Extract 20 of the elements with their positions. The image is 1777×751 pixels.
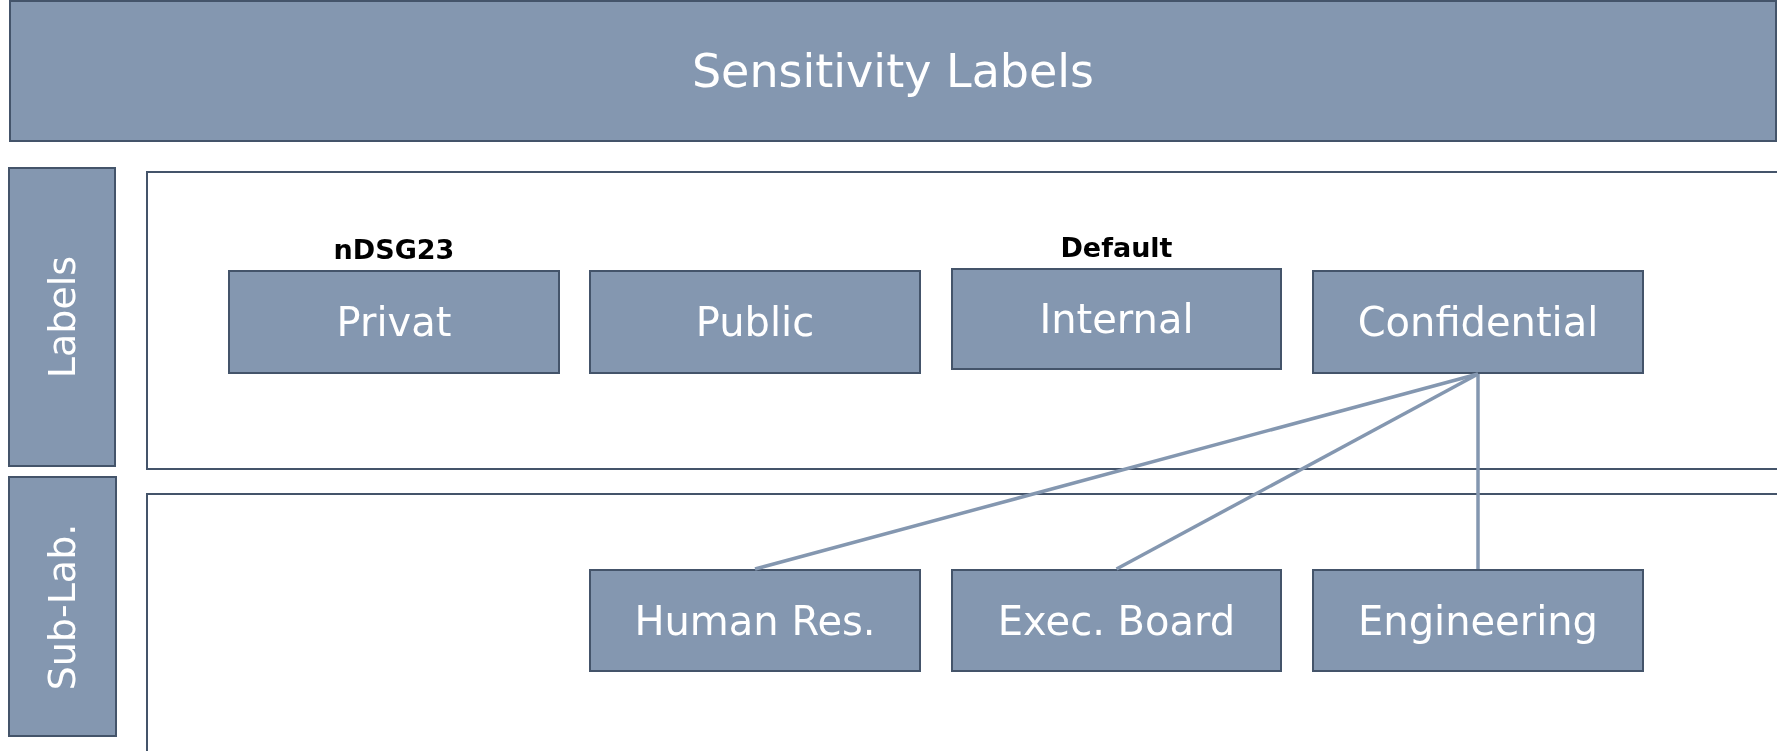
panel-frame — [146, 493, 1777, 751]
label-text: Public — [695, 299, 815, 345]
connector-line — [754, 372, 1479, 571]
title-bar — [9, 0, 1777, 142]
label-text: Human Res. — [634, 597, 876, 644]
label-text: Exec. Board — [997, 597, 1236, 644]
label-heading: nDSG23 — [332, 234, 456, 265]
connector-line — [1476, 374, 1480, 569]
row-header-bar — [8, 167, 116, 467]
label-text: Privat — [336, 299, 452, 345]
label-heading: Default — [1059, 232, 1174, 263]
row-header-bar — [8, 476, 117, 737]
row-header-text: Sub-Lab. — [40, 523, 85, 690]
label-text: Internal — [1039, 296, 1194, 342]
title-text: Sensitivity Labels — [691, 44, 1095, 98]
panel-frame — [146, 171, 1777, 470]
connector-line — [1115, 372, 1479, 571]
label-text: Confidential — [1357, 299, 1599, 345]
label-text: Engineering — [1358, 597, 1598, 644]
row-header-text: Labels — [40, 255, 84, 379]
